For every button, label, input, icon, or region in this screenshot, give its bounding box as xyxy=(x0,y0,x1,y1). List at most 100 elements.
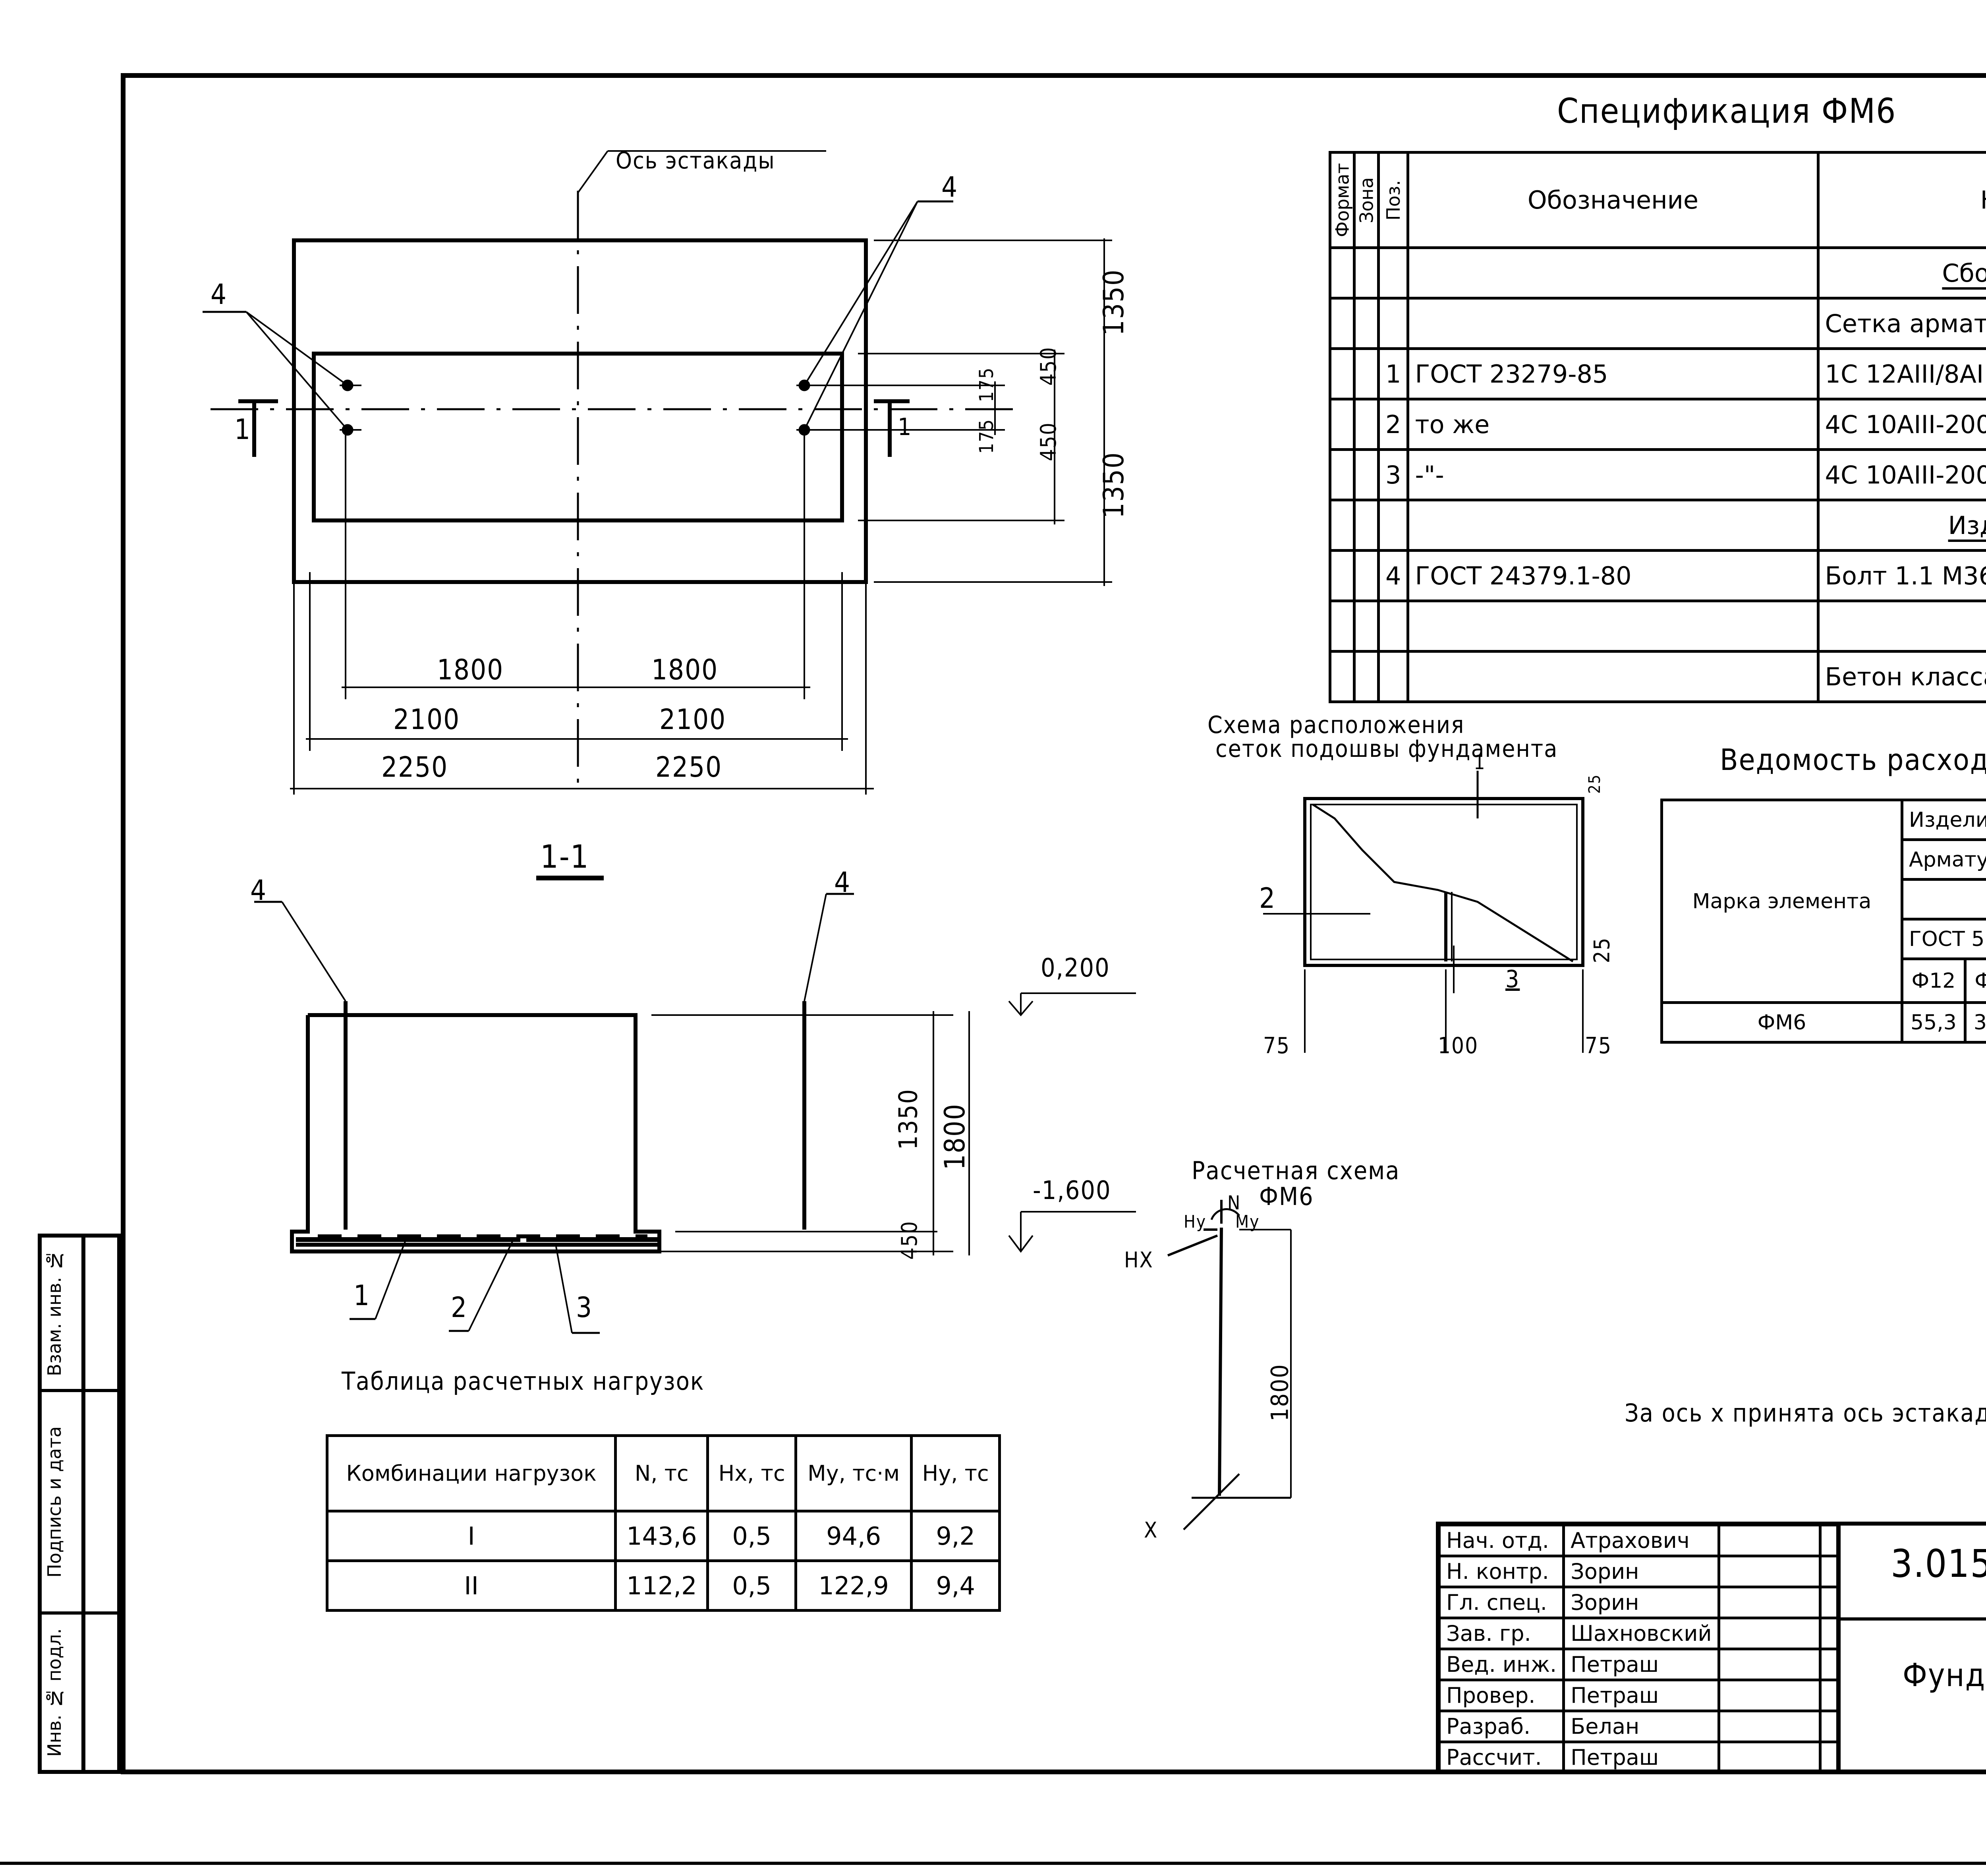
approval-row: Н. контр.Зорин xyxy=(1437,1555,1839,1588)
spec-format xyxy=(1329,297,1356,350)
spec-name: 4С 10AIII-200/8AIII-400 205×265 125/25 xyxy=(1816,398,1986,451)
spec-designation xyxy=(1406,297,1820,350)
spec-designation xyxy=(1406,650,1820,703)
mesh-scheme-title-2: сеток подошвы фундамента xyxy=(1215,735,1558,763)
plan-axis-label: Ось эстакады xyxy=(616,147,775,174)
dim-1800-left: 1800 xyxy=(437,654,504,686)
calc-label-x: X xyxy=(1144,1518,1158,1543)
section-dim-1800: 1800 xyxy=(939,1103,972,1170)
spec-zone xyxy=(1353,499,1380,552)
spec-zone xyxy=(1353,246,1380,300)
calc-label-n: N xyxy=(1227,1192,1241,1214)
approval-row: Гл. спец.Зорин xyxy=(1437,1586,1839,1619)
approval-name: Атрахович xyxy=(1562,1524,1720,1557)
dim-2100-right: 2100 xyxy=(659,703,726,736)
spec-pos: 3 xyxy=(1377,448,1410,501)
approval-row: Нач. отд.Атрахович xyxy=(1437,1524,1839,1557)
spec-designation xyxy=(1406,246,1820,300)
approval-row: Провер.Петраш xyxy=(1437,1679,1839,1712)
loads-cell: 0,5 xyxy=(706,1510,797,1562)
spec-format xyxy=(1329,347,1356,400)
spec-designation: ГОСТ 23279-85 xyxy=(1406,347,1820,400)
mesh-scheme-callout-1: 1 xyxy=(1474,751,1486,774)
approval-role: Нач. отд. xyxy=(1437,1524,1565,1557)
spec-zone xyxy=(1353,448,1380,501)
loads-cell: 112,2 xyxy=(614,1559,709,1612)
side-stamp-frame xyxy=(38,1234,121,1774)
approval-signature xyxy=(1717,1648,1822,1681)
spec-designation: -"- xyxy=(1406,448,1820,501)
steel-h-rebar: Изделия арматурные xyxy=(1900,799,1986,841)
spec-designation xyxy=(1406,600,1820,653)
spec-pos: 4 xyxy=(1377,549,1410,602)
mesh-dim-100: 100 xyxy=(1438,1033,1479,1059)
spec-pos xyxy=(1377,600,1410,653)
calc-label-hx: HX xyxy=(1124,1247,1153,1273)
spec-format xyxy=(1329,448,1356,501)
loads-header: N, тс xyxy=(614,1434,709,1512)
section-bolt-callout-right: 4 xyxy=(834,866,851,899)
axis-note: За ось x принята ось эстакады xyxy=(1625,1398,1986,1427)
approval-signature xyxy=(1717,1741,1822,1774)
spec-row: Материалы xyxy=(1329,600,1986,653)
dim-175-bottom: 175 xyxy=(976,418,998,454)
side-stamp-inv-no: Инв. № подл. xyxy=(44,1628,65,1757)
approval-name: Петраш xyxy=(1562,1648,1720,1681)
mesh-scheme-callout-3: 3 xyxy=(1505,965,1520,993)
spec-designation xyxy=(1406,499,1820,552)
steel-col-header: Ф10 xyxy=(1963,957,1986,1004)
spec-h-designation: Обозначение xyxy=(1406,151,1820,249)
approval-name: Петраш xyxy=(1562,1679,1720,1712)
approval-row: Рассчит.Петраш xyxy=(1437,1741,1839,1774)
approval-signature xyxy=(1717,1679,1822,1712)
approval-signature xyxy=(1717,1555,1822,1588)
approval-role: Зав. гр. xyxy=(1437,1617,1565,1650)
approval-date xyxy=(1818,1648,1839,1681)
spec-designation: то же xyxy=(1406,398,1820,451)
loads-cell: 9,2 xyxy=(910,1510,1001,1562)
plan-bolt-callout-left: 4 xyxy=(211,278,228,311)
steel-h-aiii: A-III xyxy=(1900,878,1986,921)
dim-2100-left: 2100 xyxy=(393,703,460,736)
steel-h-mark: Марка элемента xyxy=(1660,799,1903,1004)
spec-name: Болт 1.1 М36×1700 Ст3пс xyxy=(1816,549,1986,602)
approval-date xyxy=(1818,1555,1839,1588)
approval-date xyxy=(1818,1586,1839,1619)
approval-date xyxy=(1818,1679,1839,1712)
plan-bolt-callout-right: 4 xyxy=(941,171,958,203)
approval-date xyxy=(1818,1710,1839,1743)
steel-table: Марка элемента Изделия арматурные Издели… xyxy=(1660,799,1986,1044)
dim-450-top: 450 xyxy=(1036,346,1061,386)
approval-row: Разраб.Белан xyxy=(1437,1710,1839,1743)
spec-row: Изделие закладное xyxy=(1329,499,1986,552)
calc-scheme xyxy=(1167,1200,1292,1530)
approval-role: Н. контр. xyxy=(1437,1555,1565,1588)
spec-pos: 1 xyxy=(1377,347,1410,400)
mesh-scheme-callout-2: 2 xyxy=(1259,882,1276,915)
spec-h-name: Наименование xyxy=(1816,151,1986,249)
steel-col-header: Ф12 xyxy=(1901,957,1967,1004)
section-view xyxy=(254,876,1136,1334)
steel-h-gost1: ГОСТ 5781-82* xyxy=(1900,918,1986,960)
calc-height: 1800 xyxy=(1266,1363,1294,1422)
spec-row: 3-"-4С 10AIII-200/8AIII-400 205×265 125/… xyxy=(1329,448,1986,501)
approval-name: Зорин xyxy=(1562,1586,1720,1619)
spec-zone xyxy=(1353,650,1380,703)
approval-row: Зав. гр.Шахновский xyxy=(1437,1617,1839,1650)
loads-header: Комбинации нагрузок xyxy=(325,1434,617,1512)
spec-designation: ГОСТ 24379.1-80 xyxy=(1406,549,1820,602)
side-stamp-signature-date: Подпись и дата xyxy=(44,1426,65,1578)
spec-format xyxy=(1329,549,1356,602)
approval-name: Белан xyxy=(1562,1710,1720,1743)
mesh-dim-25-bottom: 25 xyxy=(1589,937,1615,963)
section-bolt-callout-left: 4 xyxy=(250,874,267,907)
loads-header: Hx, тс xyxy=(706,1434,797,1512)
approval-date xyxy=(1818,1524,1839,1557)
